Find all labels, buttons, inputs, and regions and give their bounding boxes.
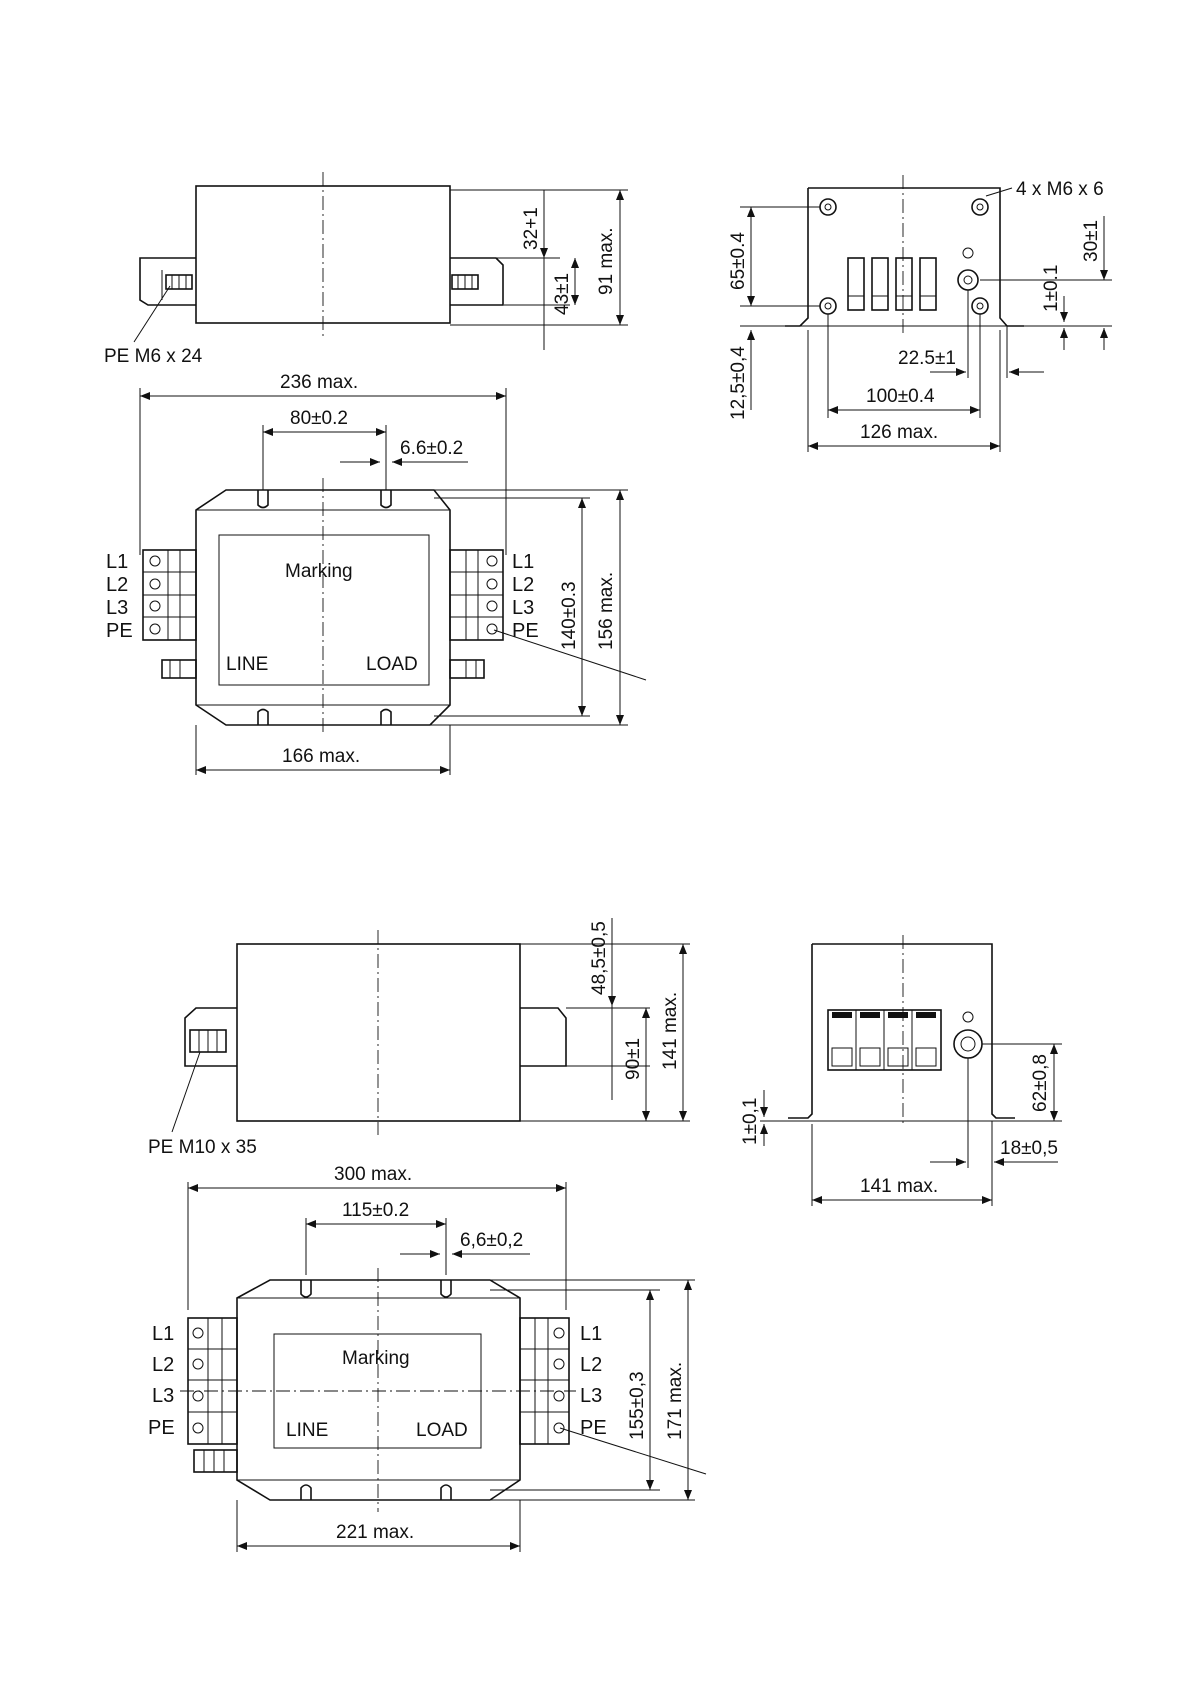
housing-outline: [236, 943, 521, 1122]
svg-text:L1: L1: [152, 1323, 174, 1345]
dim-12-5: 12,5±0,4: [728, 346, 749, 420]
svg-text:L3: L3: [152, 1385, 174, 1407]
pe-bolt-label: PE M6 x 24: [104, 346, 203, 367]
dim-155: 155±0,3: [627, 1371, 648, 1440]
svg-text:L3: L3: [106, 597, 128, 619]
svg-text:L3: L3: [580, 1385, 602, 1407]
filter-1-top-view: 236 max. 80±0.2 6.6±0.2 Marking LINE LOA…: [106, 372, 647, 775]
terminal-block-right: [519, 1317, 570, 1445]
svg-text:L2: L2: [580, 1354, 602, 1376]
svg-text:L1: L1: [512, 551, 534, 573]
dim-166: 166 max.: [282, 746, 360, 767]
dim-140: 140±0.3: [559, 581, 580, 650]
dim-43: 43±1: [552, 273, 573, 315]
dim-141-width: 141 max.: [860, 1176, 938, 1197]
load-label: LOAD: [416, 1420, 468, 1441]
svg-text:L2: L2: [512, 574, 534, 596]
dim-6-6: 6.6±0.2: [400, 438, 463, 459]
dim-236: 236 max.: [280, 372, 358, 393]
dim-62: 62±0,8: [1030, 1054, 1051, 1112]
svg-text:PE: PE: [106, 620, 133, 642]
terminal-block-icon: [847, 257, 937, 311]
dim-300: 300 max.: [334, 1164, 412, 1185]
filter-2-end-view: 1±0,1 62±0,8 18±0,5 141 max.: [740, 935, 1062, 1206]
dim-65: 65±0.4: [728, 232, 749, 290]
dim-90: 90±1: [623, 1038, 644, 1080]
marking-label: Marking: [285, 561, 353, 582]
pe-bolt-label: PE M10 x 35: [148, 1137, 257, 1158]
svg-text:L1: L1: [580, 1323, 602, 1345]
dim-171: 171 max.: [665, 1362, 686, 1440]
dim-18: 18±0,5: [1000, 1138, 1058, 1159]
dim-156: 156 max.: [596, 572, 617, 650]
load-label: LOAD: [366, 654, 418, 675]
dim-22-5: 22.5±1: [898, 348, 956, 369]
svg-text:L2: L2: [106, 574, 128, 596]
terminal-block-left: [187, 1317, 238, 1445]
terminal-block-left: [142, 549, 197, 641]
line-label: LINE: [226, 654, 268, 675]
dim-30: 30±1: [1081, 220, 1102, 262]
dim-115: 115±0.2: [342, 1200, 409, 1221]
dim-126: 126 max.: [860, 422, 938, 443]
dim-48-5: 48,5±0,5: [589, 921, 610, 995]
dim-221: 221 max.: [336, 1522, 414, 1543]
terminal-block-icon: [827, 1009, 942, 1071]
line-label: LINE: [286, 1420, 328, 1441]
svg-text:PE: PE: [580, 1417, 607, 1439]
filter-1-end-view: 4 x M6 x 6 65±0.4 12,5±0,4 30±1 1±0.1 22…: [728, 175, 1112, 452]
filter-2-side-view: PE M10 x 35 48,5±0,5 90±1 141 max.: [148, 918, 690, 1158]
marking-frame: [273, 1333, 482, 1449]
dim-1: 1±0.1: [1041, 265, 1062, 312]
svg-text:PE: PE: [148, 1417, 175, 1439]
marking-frame: [218, 534, 430, 686]
pe-bolt-icon: [165, 274, 193, 290]
dim-6-6: 6,6±0,2: [460, 1230, 523, 1251]
housing-top-outline: [236, 1279, 521, 1501]
svg-text:L2: L2: [152, 1354, 174, 1376]
dim-80: 80±0.2: [290, 408, 348, 429]
svg-text:L1: L1: [106, 551, 128, 573]
dim-91: 91 max.: [596, 227, 617, 295]
terminal-block-right: [449, 549, 504, 641]
filter-2-top-view: 300 max. 115±0.2 6,6±0,2 Marking LINE LO…: [148, 1164, 707, 1552]
ground-symbol-icon: [962, 247, 974, 259]
ground-symbol-icon: [962, 1011, 974, 1023]
dim-32: 32+1: [521, 207, 542, 250]
svg-text:PE: PE: [512, 620, 539, 642]
marking-label: Marking: [342, 1348, 410, 1369]
dim-100: 100±0.4: [866, 386, 935, 407]
dim-141-height: 141 max.: [660, 992, 681, 1070]
screw-label: 4 x M6 x 6: [1016, 179, 1104, 200]
svg-text:L3: L3: [512, 597, 534, 619]
dim-1: 1±0,1: [740, 1098, 761, 1145]
pe-bolt-icon: [189, 1029, 227, 1053]
filter-1-side-view: PE M6 x 24 32+1 43±1 91 max.: [104, 172, 628, 367]
